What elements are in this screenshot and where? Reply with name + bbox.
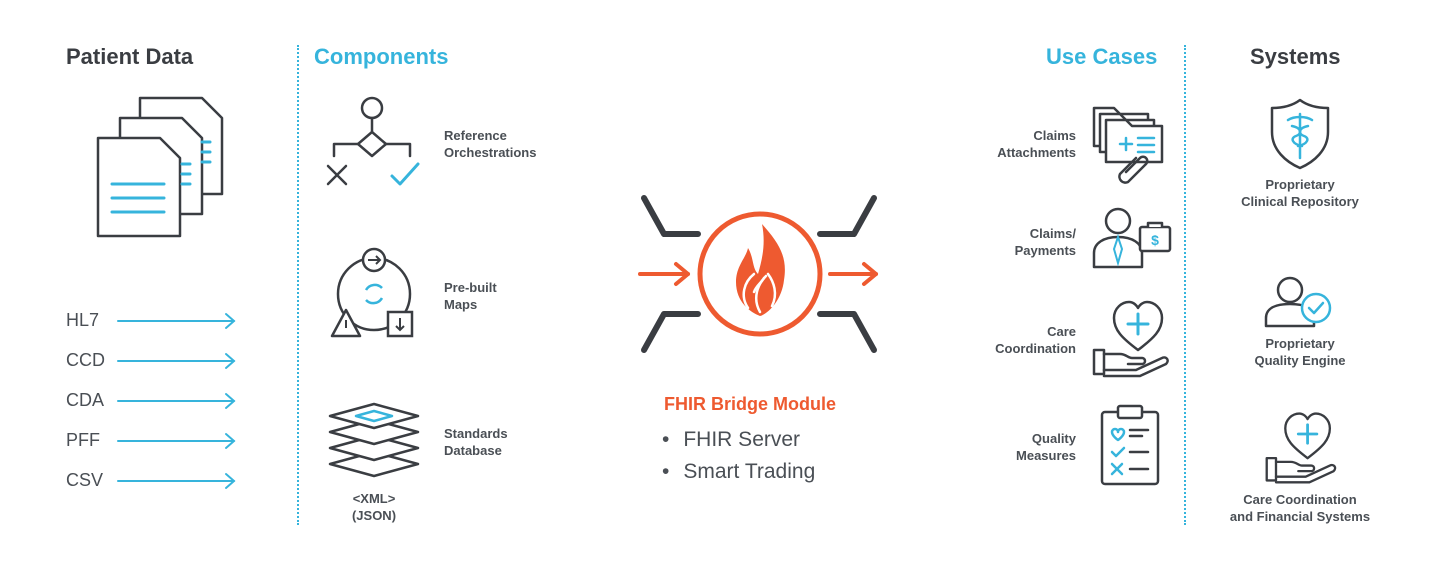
component-maps: Pre-built Maps — [444, 279, 497, 313]
maps-cycle-icon — [330, 247, 414, 338]
system-clinical-repository: Proprietary Clinical Repository — [1220, 176, 1380, 210]
format-label: CDA — [66, 390, 105, 410]
use-case-label-line2: Coordination — [995, 341, 1076, 356]
component-label-line2: Database — [444, 443, 502, 458]
orchestration-icon — [326, 96, 420, 186]
clipboard-checklist-icon — [1100, 404, 1160, 486]
use-case-quality-measures: Quality Measures — [940, 430, 1076, 464]
system-label-line2: Quality Engine — [1254, 353, 1346, 368]
fhir-bridge-graphic — [638, 195, 878, 353]
component-label-line2: Orchestrations — [444, 145, 537, 160]
format-arrows — [117, 313, 236, 489]
folder-paperclip-icon — [1092, 106, 1164, 184]
database-formats: <XML> (JSON) — [334, 490, 414, 524]
format-row-pff: PFF — [66, 430, 246, 452]
system-label-line1: Proprietary — [1265, 177, 1335, 192]
documents-stack-icon — [96, 96, 224, 238]
shield-caduceus-icon — [1270, 98, 1330, 170]
format-label: HL7 — [66, 310, 100, 330]
use-case-claims-payments: Claims/ Payments — [940, 225, 1076, 259]
format-label: CSV — [66, 470, 104, 490]
module-bullet: FHIR Server — [662, 428, 815, 452]
module-bullets: FHIR Server Smart Trading — [662, 428, 815, 492]
format-row-hl7: HL7 — [66, 310, 246, 332]
format-row-cda: CDA — [66, 390, 246, 412]
use-case-care-coordination: Care Coordination — [940, 323, 1076, 357]
header-components: Components — [314, 44, 449, 69]
database-stack-icon — [328, 402, 420, 478]
component-label-line1: Standards — [444, 426, 508, 441]
header-patient-data: Patient Data — [66, 44, 194, 69]
person-dollar-icon: $ — [1092, 207, 1172, 269]
fhir-flame-icon — [736, 224, 785, 316]
system-label-line2: and Financial Systems — [1229, 509, 1371, 524]
heart-hand-icon — [1092, 300, 1169, 378]
header-systems: Systems — [1250, 44, 1341, 69]
format-row-csv: CSV — [66, 470, 246, 492]
component-label-line1: Pre-built — [444, 280, 497, 295]
format-label: PFF — [66, 430, 100, 450]
database-format-json: (JSON) — [351, 508, 397, 523]
component-label-line2: Maps — [444, 297, 478, 312]
system-label-line1: Proprietary — [1265, 336, 1335, 351]
component-label-line1: Reference — [444, 128, 507, 143]
divider-right — [1184, 45, 1186, 525]
component-database: Standards Database — [444, 425, 508, 459]
user-check-icon — [1264, 276, 1332, 328]
module-title: FHIR Bridge Module — [664, 394, 836, 414]
database-format-xml: <XML> — [352, 491, 396, 506]
use-case-label-line1: Quality — [1031, 431, 1076, 446]
header-use-cases: Use Cases — [1046, 44, 1158, 69]
system-label-line2: Clinical Repository — [1241, 194, 1359, 209]
module-bullet: Smart Trading — [662, 460, 815, 484]
format-row-ccd: CCD — [66, 350, 246, 372]
use-case-label-line2: Attachments — [997, 145, 1076, 160]
use-case-claims-attachments: Claims Attachments — [940, 127, 1076, 161]
use-case-label-line1: Care — [1047, 324, 1076, 339]
component-orchestrations: Reference Orchestrations — [444, 127, 536, 161]
use-case-label-line1: Claims — [1033, 128, 1076, 143]
system-quality-engine: Proprietary Quality Engine — [1220, 335, 1380, 369]
use-case-label-line1: Claims/ — [1029, 226, 1076, 241]
use-case-label-line2: Payments — [1014, 243, 1076, 258]
format-label: CCD — [66, 350, 105, 370]
use-case-label-line2: Measures — [1016, 448, 1076, 463]
heart-hand-icon — [1265, 412, 1337, 484]
system-care-financial: Care Coordination and Financial Systems — [1210, 491, 1390, 525]
svg-text:$: $ — [1151, 232, 1159, 248]
system-label-line1: Care Coordination — [1243, 492, 1357, 507]
divider-left — [297, 45, 299, 525]
